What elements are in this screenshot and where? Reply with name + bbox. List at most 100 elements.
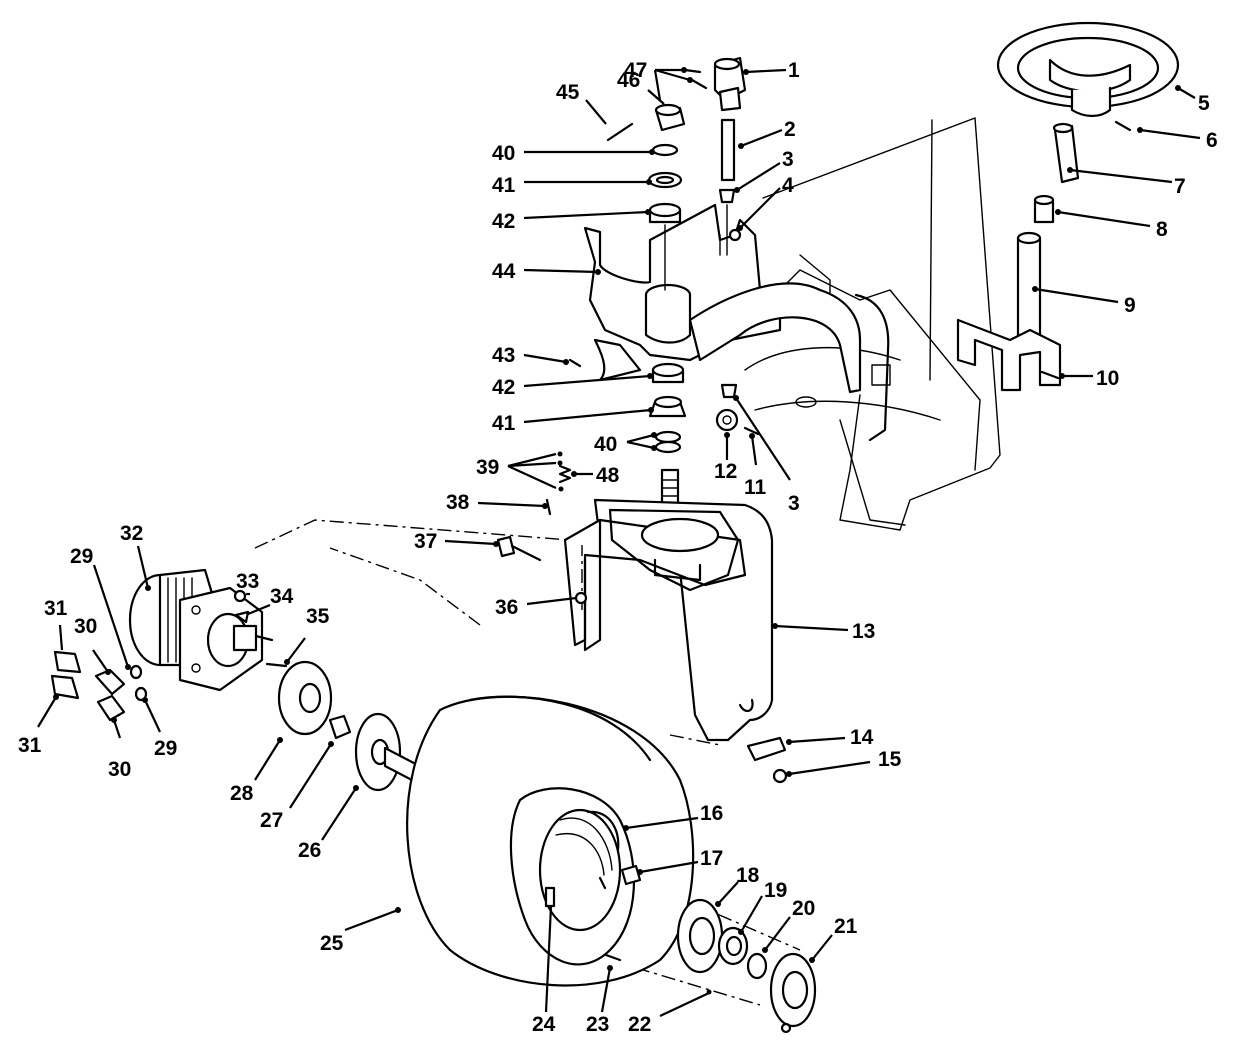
leader-lines	[37, 67, 1201, 1017]
callout-47: 47	[624, 59, 647, 82]
part-8-bushing	[1033, 194, 1055, 224]
callout-42-lower: 42	[492, 376, 515, 399]
callout-22: 22	[628, 1013, 651, 1036]
assembly-centerlines	[254, 519, 801, 1006]
callout-46: 46	[617, 69, 640, 92]
callout-24: 24	[532, 1013, 556, 1036]
part-47-pin-a	[683, 68, 702, 74]
callout-40-lower: 40	[594, 433, 617, 456]
callout-43: 43	[492, 344, 515, 367]
part-31-hose-a	[53, 650, 82, 674]
part-11-pin	[743, 426, 760, 436]
callout-10: 10	[1096, 367, 1119, 390]
callout-20: 20	[792, 897, 815, 920]
part-40-washer-lower-a	[654, 430, 682, 444]
part-39-ball-b	[557, 460, 563, 466]
callout-3-lower: 3	[788, 492, 800, 515]
callout-26: 26	[298, 839, 321, 862]
part-23-bolt	[604, 953, 622, 962]
callout-16: 16	[700, 802, 723, 825]
part-6-roll-pin	[1114, 120, 1132, 132]
callout-11: 11	[744, 476, 767, 499]
callout-41-upper: 41	[492, 174, 516, 197]
part-30-fitting-b	[96, 694, 126, 722]
callout-9: 9	[1124, 294, 1136, 317]
part-33-nut	[233, 589, 247, 603]
part-41-bearing-cone-lower	[648, 395, 687, 418]
part-26-wheel-plate	[354, 712, 402, 792]
part-13-axle-support	[563, 468, 774, 742]
steering-support-bracket	[583, 203, 890, 442]
callout-44: 44	[492, 260, 516, 283]
callout-40-upper: 40	[492, 142, 515, 165]
part-3-bearing-lower	[720, 383, 738, 399]
callout-38: 38	[446, 491, 470, 514]
callout-17: 17	[700, 847, 723, 870]
callout-12: 12	[714, 460, 737, 483]
part-35-bolt	[265, 662, 288, 668]
callout-30-lower: 30	[108, 758, 131, 781]
callout-48: 48	[596, 464, 620, 487]
part-4-nut	[728, 228, 742, 242]
part-43-screw	[568, 358, 582, 368]
part-20-collar	[746, 952, 768, 980]
callout-18: 18	[736, 864, 760, 887]
part-47-pin-b	[690, 78, 708, 90]
callout-37: 37	[414, 530, 437, 553]
callout-19: 19	[764, 879, 787, 902]
part-38-pin	[545, 498, 552, 516]
part-21-bolt-head	[780, 1022, 792, 1034]
part-27-nut	[328, 714, 352, 740]
part-2-shaft	[720, 118, 736, 182]
part-36-nut	[574, 591, 588, 605]
callout-28: 28	[230, 782, 254, 805]
part-24-valve-stem	[544, 886, 556, 908]
callout-32: 32	[120, 522, 143, 545]
callout-13: 13	[852, 620, 875, 643]
part-48-spring	[558, 464, 572, 484]
callout-3: 3	[782, 148, 794, 171]
callout-6: 6	[1206, 129, 1218, 152]
part-42-bearing-cup-lower	[651, 362, 685, 384]
part-40-washer-upper	[651, 143, 679, 157]
callout-29-upper: 29	[70, 545, 93, 568]
part-21-bearing-flange	[769, 952, 817, 1028]
callout-45: 45	[556, 81, 580, 104]
callout-8: 8	[1156, 218, 1168, 241]
part-1-universal-joint	[713, 56, 747, 112]
callout-5: 5	[1198, 92, 1210, 115]
callout-21: 21	[834, 915, 858, 938]
callout-4: 4	[782, 174, 794, 197]
part-10-bolt	[1040, 370, 1060, 380]
part-45-bolt	[606, 122, 634, 142]
callout-15: 15	[878, 748, 902, 771]
callout-35: 35	[306, 605, 330, 628]
part-40-washer-lower-b	[654, 440, 682, 454]
callout-7: 7	[1174, 175, 1186, 198]
part-29-oring-b	[134, 686, 148, 702]
part-5-steering-wheel	[996, 21, 1180, 118]
part-3-bearing-upper	[718, 188, 736, 204]
part-18-bearing-flange	[676, 898, 724, 974]
callout-27: 27	[260, 809, 283, 832]
part-39-ball-c	[558, 486, 564, 492]
part-37-bolt	[496, 535, 542, 562]
part-46-castle-nut	[654, 103, 686, 132]
part-29-oring-a	[129, 664, 143, 680]
callout-42-upper: 42	[492, 210, 515, 233]
part-19-bearing	[717, 926, 749, 966]
callout-25: 25	[320, 932, 344, 955]
callout-33: 33	[236, 570, 259, 593]
part-42-bearing-cup-upper	[648, 202, 682, 224]
part-12-pinion-gear	[715, 408, 739, 432]
part-25-tire	[406, 695, 695, 987]
part-34-key	[234, 610, 250, 624]
callout-31-upper: 31	[44, 597, 68, 620]
part-41-bearing-cone-upper	[647, 171, 683, 189]
part-31-hose-b	[50, 674, 80, 700]
callout-34: 34	[270, 585, 294, 608]
callout-1: 1	[788, 59, 800, 82]
callout-39: 39	[476, 456, 499, 479]
callout-31-lower: 31	[18, 734, 42, 757]
chassis-frame	[744, 117, 1001, 531]
